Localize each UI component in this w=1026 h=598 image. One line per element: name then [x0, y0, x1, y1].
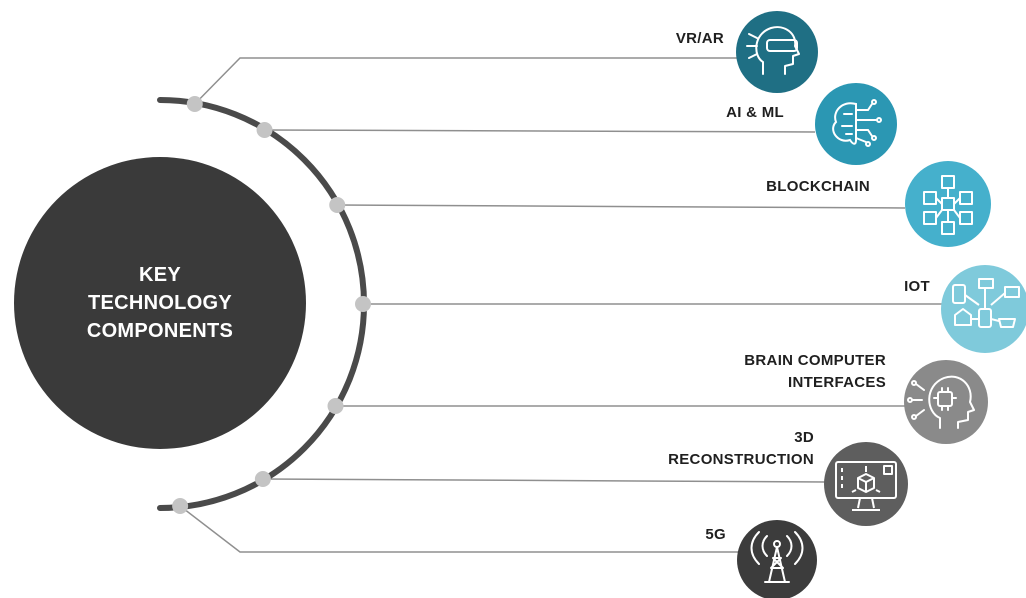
- 5g-tower-icon: [737, 520, 817, 598]
- center-title-line-1: KEY: [138, 264, 182, 286]
- vr-headset-icon: [736, 11, 818, 93]
- arc-node-4: [355, 296, 371, 312]
- bci-circle: [904, 360, 988, 444]
- label-vr-ar-text: VR/AR: [675, 30, 724, 47]
- blockchain-circle: [905, 161, 991, 247]
- label-brain-computer-interfaces: BRAIN COMPUTER INTERFACES: [650, 350, 886, 394]
- connector-line-6: [262, 478, 827, 483]
- arc-node-5: [327, 398, 344, 414]
- arc-node-2: [256, 122, 273, 138]
- label-bci-line-2: INTERFACES: [787, 374, 886, 391]
- blockchain-cubes-icon: [905, 161, 991, 247]
- connector-line-7: [179, 505, 740, 553]
- ai-brain-circuit-icon: [815, 83, 897, 165]
- connector-line-1: [194, 57, 738, 105]
- center-title-line-2: TECHNOLOGY: [87, 292, 233, 314]
- label-blockchain-text: BLOCKCHAIN: [766, 178, 870, 195]
- connector-line-3: [337, 204, 906, 209]
- arc-node-3: [329, 197, 346, 213]
- center-title-line-3: COMPONENTS: [86, 320, 234, 342]
- label-blockchain: BLOCKCHAIN: [690, 178, 870, 195]
- label-ai-ml: AI & ML: [664, 104, 784, 121]
- label-3d-reconstruction: 3D RECONSTRUCTION: [600, 427, 814, 471]
- arc-node-6: [254, 471, 271, 487]
- 3d-monitor-icon: [824, 442, 908, 526]
- arc-node-7: [172, 498, 189, 514]
- connector-line-2: [264, 129, 816, 133]
- label-bci-line-1: BRAIN COMPUTER: [744, 352, 886, 369]
- label-5g-text: 5G: [705, 526, 726, 543]
- label-5g: 5G: [660, 526, 726, 543]
- label-ai-ml-text: AI & ML: [726, 104, 784, 121]
- iot-devices-icon: [941, 265, 1026, 353]
- label-3d-line-2: RECONSTRUCTION: [668, 451, 814, 468]
- brain-computer-head-icon: [904, 360, 988, 444]
- 5g-circle: [737, 520, 817, 598]
- arc-node-1: [186, 96, 203, 112]
- label-vr-ar: VR/AR: [604, 30, 724, 47]
- label-3d-line-1: 3D: [794, 429, 814, 446]
- label-iot-text: IOT: [904, 278, 930, 295]
- center-title: KEY TECHNOLOGY COMPONENTS: [87, 261, 233, 345]
- center-circle: KEY TECHNOLOGY COMPONENTS: [14, 157, 306, 449]
- label-iot: IOT: [830, 278, 930, 295]
